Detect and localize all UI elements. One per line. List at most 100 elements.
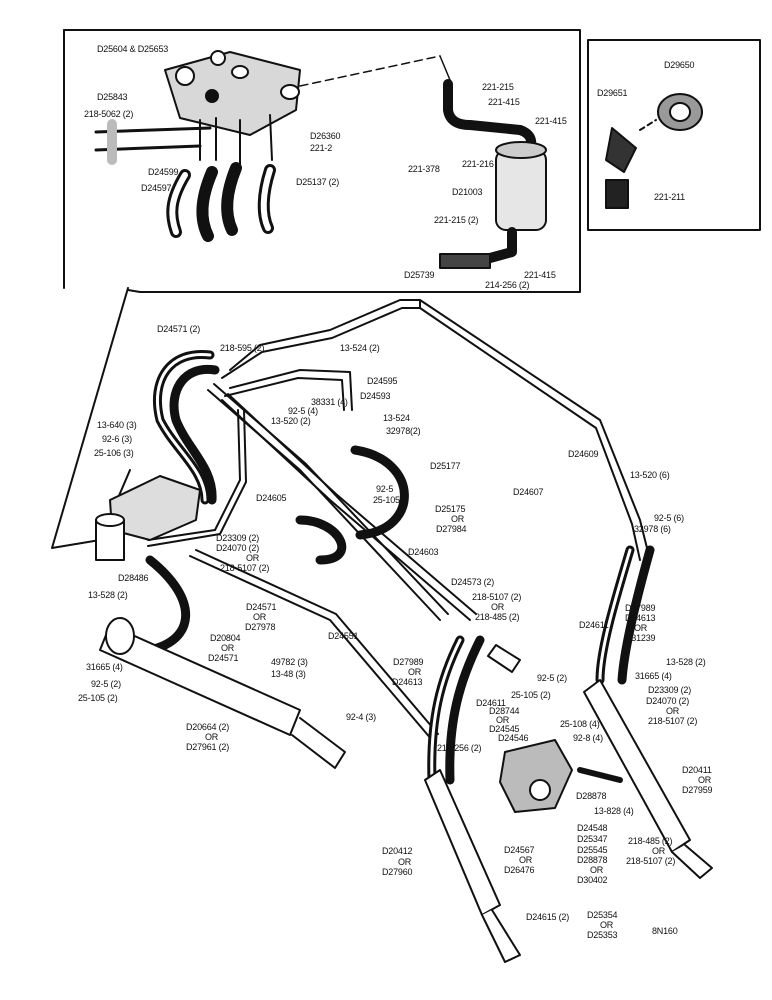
label-or-1: OR [451, 514, 465, 524]
label-92-5-6: 92-5 (6) [654, 513, 684, 523]
label-13-828: 13-828 (4) [594, 806, 634, 816]
label-or-2: OR [246, 553, 260, 563]
cylinders [99, 617, 713, 963]
label-13-520-2: 13-520 (2) [271, 416, 311, 426]
inset-frame-right [587, 39, 761, 231]
label-or-4: OR [253, 612, 267, 622]
label-d24571-b: D24571 [246, 602, 277, 612]
label-221-216: 221-216 [462, 159, 494, 169]
label-d28744: D28744 [489, 706, 520, 716]
label-32978-6: 32978 (6) [634, 524, 671, 534]
label-d24545: D24545 [489, 724, 520, 734]
label-d24613-a: D24613 [625, 613, 656, 623]
label-d27984: D27984 [436, 524, 467, 534]
label-d24567: D24567 [504, 845, 535, 855]
label-or-6: OR [634, 623, 648, 633]
label-38331: 38331 (4) [311, 397, 348, 407]
label-d31239: D31239 [625, 633, 656, 643]
label-49782: 49782 (3) [271, 657, 308, 667]
label-25-105-2-b: 25-105 (2) [511, 690, 551, 700]
label-d25545: D25545 [577, 845, 608, 855]
breather-cap [605, 93, 703, 209]
label-d24611-b: D24611 [476, 698, 506, 708]
label-218-485-a: 218-485 (2) [475, 612, 520, 622]
label-218-485-b: 218-485 (2) [628, 836, 673, 846]
label-d21003: D21003 [452, 187, 483, 197]
label-13-528-b: 13-528 (2) [666, 657, 706, 667]
label-25-105-a: 25-105 [373, 495, 400, 505]
drawing-code: 8N160 [652, 926, 678, 936]
label-d25137: D25137 (2) [296, 177, 340, 187]
label-d24571-c: D24571 [208, 653, 239, 663]
label-d24605: D24605 [256, 493, 287, 503]
label-d24070-b: D24070 (2) [646, 696, 690, 706]
label-d27960: D27960 [382, 867, 413, 877]
main-valve [95, 475, 201, 561]
label-d25353: D25353 [587, 930, 618, 940]
label-d20412: D20412 [382, 846, 413, 856]
label-d26360: D26360 [310, 131, 341, 141]
label-31665-a: 31665 (4) [86, 662, 123, 672]
filter-assembly [439, 79, 547, 269]
label-d23309-b: D23309 (2) [648, 685, 692, 695]
label-d24551: D24551 [328, 631, 359, 641]
label-13-528-a: 13-528 (2) [88, 590, 128, 600]
label-92-8: 92-8 (4) [573, 733, 603, 743]
label-d20664: D20664 (2) [186, 722, 230, 732]
label-d28486: D28486 [118, 573, 149, 583]
label-d25175: D25175 [435, 504, 466, 514]
valve-block [94, 50, 301, 242]
label-13-48: 13-48 (3) [271, 669, 306, 679]
label-or-10: OR [205, 732, 219, 742]
label-d24613-b: D24613 [392, 677, 423, 687]
label-d20411: D20411 [682, 765, 712, 775]
label-d24597: D24597 [141, 183, 172, 193]
label-d25739: D25739 [404, 270, 435, 280]
label-or-3: OR [491, 602, 505, 612]
label-214-256-b: 214-256 (2) [437, 743, 482, 753]
label-d27961: D27961 (2) [186, 742, 230, 752]
label-d24595: D24595 [367, 376, 398, 386]
label-d25347: D25347 [577, 834, 608, 844]
label-92-5-2-a: 92-5 (2) [91, 679, 121, 689]
label-221-215-2: 221-215 (2) [434, 215, 479, 225]
label-d27989-b: D27989 [393, 657, 424, 667]
label-d24593: D24593 [360, 391, 391, 401]
label-d23309-a: D23309 (2) [216, 533, 260, 543]
label-or-8: OR [666, 706, 680, 716]
label-218-5107-c: 218-5107 (2) [648, 716, 698, 726]
label-d24609: D24609 [568, 449, 599, 459]
label-or-16: OR [600, 920, 614, 930]
label-221-378: 221-378 [408, 164, 440, 174]
tube-lines [147, 299, 651, 741]
label-d28878-a: D28878 [576, 791, 607, 801]
label-or-7: OR [408, 667, 422, 677]
label-d24611-a: D24611 [579, 620, 609, 630]
label-221-415-a: 221-415 [488, 97, 520, 107]
label-13-524-2: 13-524 (2) [340, 343, 380, 353]
label-d24615: D24615 (2) [526, 912, 570, 922]
label-d24070-a: D24070 (2) [216, 543, 260, 553]
label-d30402: D30402 [577, 875, 608, 885]
label-or-13: OR [398, 857, 412, 867]
label-d27959: D27959 [682, 785, 713, 795]
label-d24599: D24599 [148, 167, 179, 177]
label-218-5107-b: 218-5107 (2) [472, 592, 522, 602]
label-25-105-2-a: 25-105 (2) [78, 693, 118, 703]
label-214-256: 214-256 (2) [485, 280, 530, 290]
label-d26476: D26476 [504, 865, 535, 875]
inset-frame-left [63, 29, 581, 293]
label-d24607: D24607 [513, 487, 544, 497]
label-32978-2: 32978(2) [386, 426, 421, 436]
label-25-108: 25-108 (4) [560, 719, 600, 729]
label-13-640: 13-640 (3) [97, 420, 137, 430]
label-d25177: D25177 [430, 461, 461, 471]
label-d25354: D25354 [587, 910, 618, 920]
label-221-2: 221-2 [310, 143, 333, 153]
label-92-6: 92-6 (3) [102, 434, 132, 444]
label-d24571-2: D24571 (2) [157, 324, 201, 334]
label-or-11: OR [698, 775, 712, 785]
label-13-520-6: 13-520 (6) [630, 470, 670, 480]
